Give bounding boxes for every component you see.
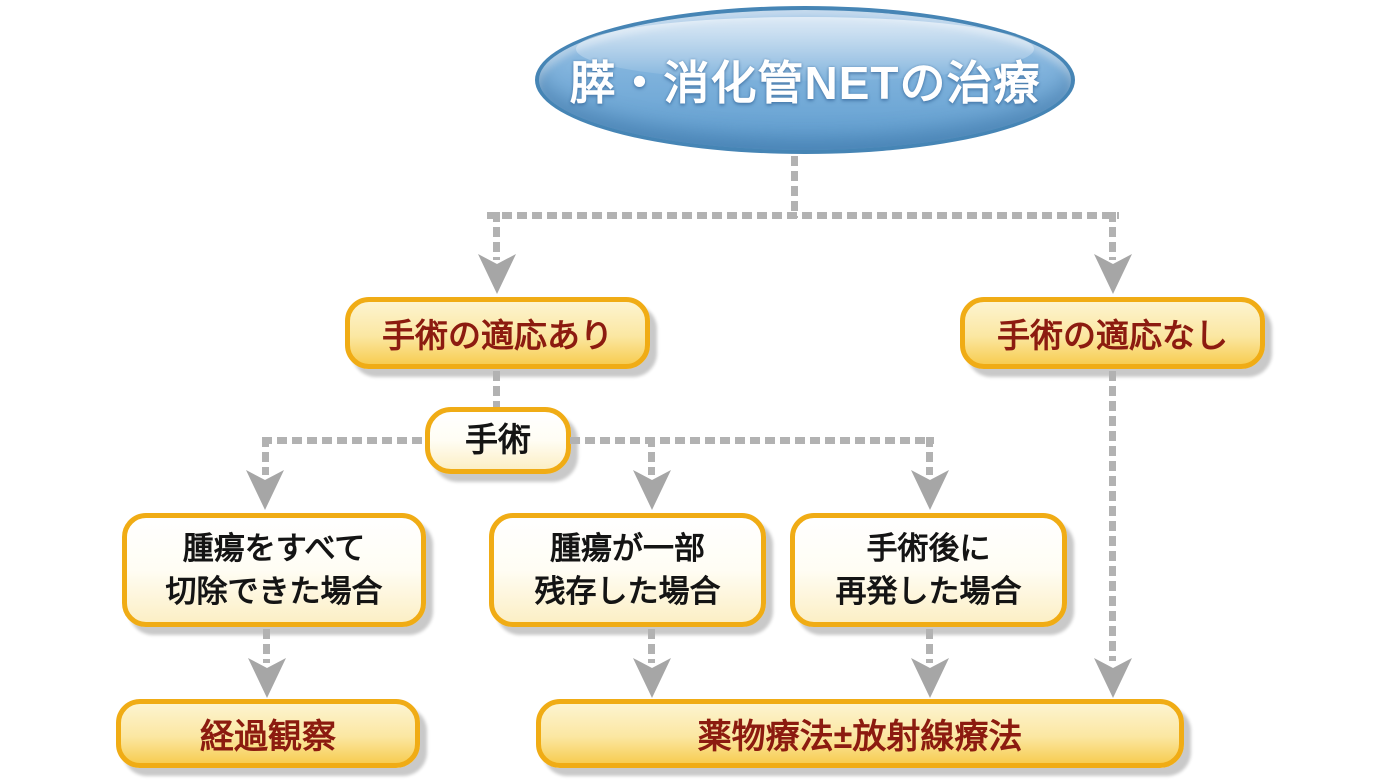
connector-drop-drug-2 xyxy=(926,629,933,663)
node-drug-radiation: 薬物療法±放射線療法 xyxy=(536,699,1184,768)
node-fully-resected-line2: 切除できた場合 xyxy=(165,574,383,609)
node-surgery-indicated: 手術の適応あり xyxy=(345,297,650,369)
connector-not-indicated-to-drug xyxy=(1109,371,1116,661)
arrow-down-icon xyxy=(911,658,949,698)
connector-drop-recurrence xyxy=(926,437,933,475)
connector-drop-left xyxy=(493,212,500,260)
node-recurrence-line2: 再発した場合 xyxy=(835,574,1022,609)
node-partially-remaining-line2: 残存した場合 xyxy=(534,574,721,609)
node-surgery-not-indicated: 手術の適応なし xyxy=(960,297,1265,369)
node-fully-resected-line1: 腫瘍をすべて xyxy=(182,530,366,566)
node-recurrence-line1: 手術後に xyxy=(866,530,991,566)
node-drug-radiation-label: 薬物療法±放射線療法 xyxy=(697,718,1023,756)
node-partially-remaining-line1: 腫瘍が一部 xyxy=(550,530,705,566)
arrow-down-icon xyxy=(246,470,284,510)
connector-root-stem xyxy=(791,156,798,218)
node-recurrence: 手術後に 再発した場合 xyxy=(790,513,1067,627)
arrow-down-icon xyxy=(633,658,671,698)
connector-drop-observation xyxy=(263,629,270,663)
arrow-down-icon xyxy=(478,254,516,294)
node-surgery-indicated-label: 手術の適応あり xyxy=(382,317,613,354)
node-observation-label: 経過観察 xyxy=(200,718,336,756)
node-surgery-label: 手術 xyxy=(465,421,531,459)
arrow-down-icon xyxy=(633,470,671,510)
arrow-down-icon xyxy=(1094,254,1132,294)
node-surgery-not-indicated-label: 手術の適応なし xyxy=(997,317,1228,354)
connector-drop-remaining xyxy=(648,437,655,475)
node-surgery: 手術 xyxy=(425,407,571,474)
node-root: 膵・消化管NETの治療 xyxy=(535,6,1075,154)
connector-surgery-bar-left xyxy=(262,437,425,444)
arrow-down-icon xyxy=(911,470,949,510)
arrow-down-icon xyxy=(248,658,286,698)
connector-drop-right xyxy=(1109,212,1116,260)
connector-drop-drug-1 xyxy=(648,629,655,663)
node-partially-remaining: 腫瘍が一部 残存した場合 xyxy=(489,513,766,627)
connector-top-split-bar xyxy=(487,212,1119,219)
node-observation: 経過観察 xyxy=(116,699,420,768)
connector-surgery-bar-right xyxy=(570,437,934,444)
arrow-down-icon xyxy=(1094,658,1132,698)
connector-drop-resected xyxy=(262,437,269,475)
connector-indicated-to-surgery xyxy=(493,371,500,409)
node-root-label: 膵・消化管NETの治療 xyxy=(569,57,1041,109)
node-fully-resected: 腫瘍をすべて 切除できた場合 xyxy=(122,513,426,627)
